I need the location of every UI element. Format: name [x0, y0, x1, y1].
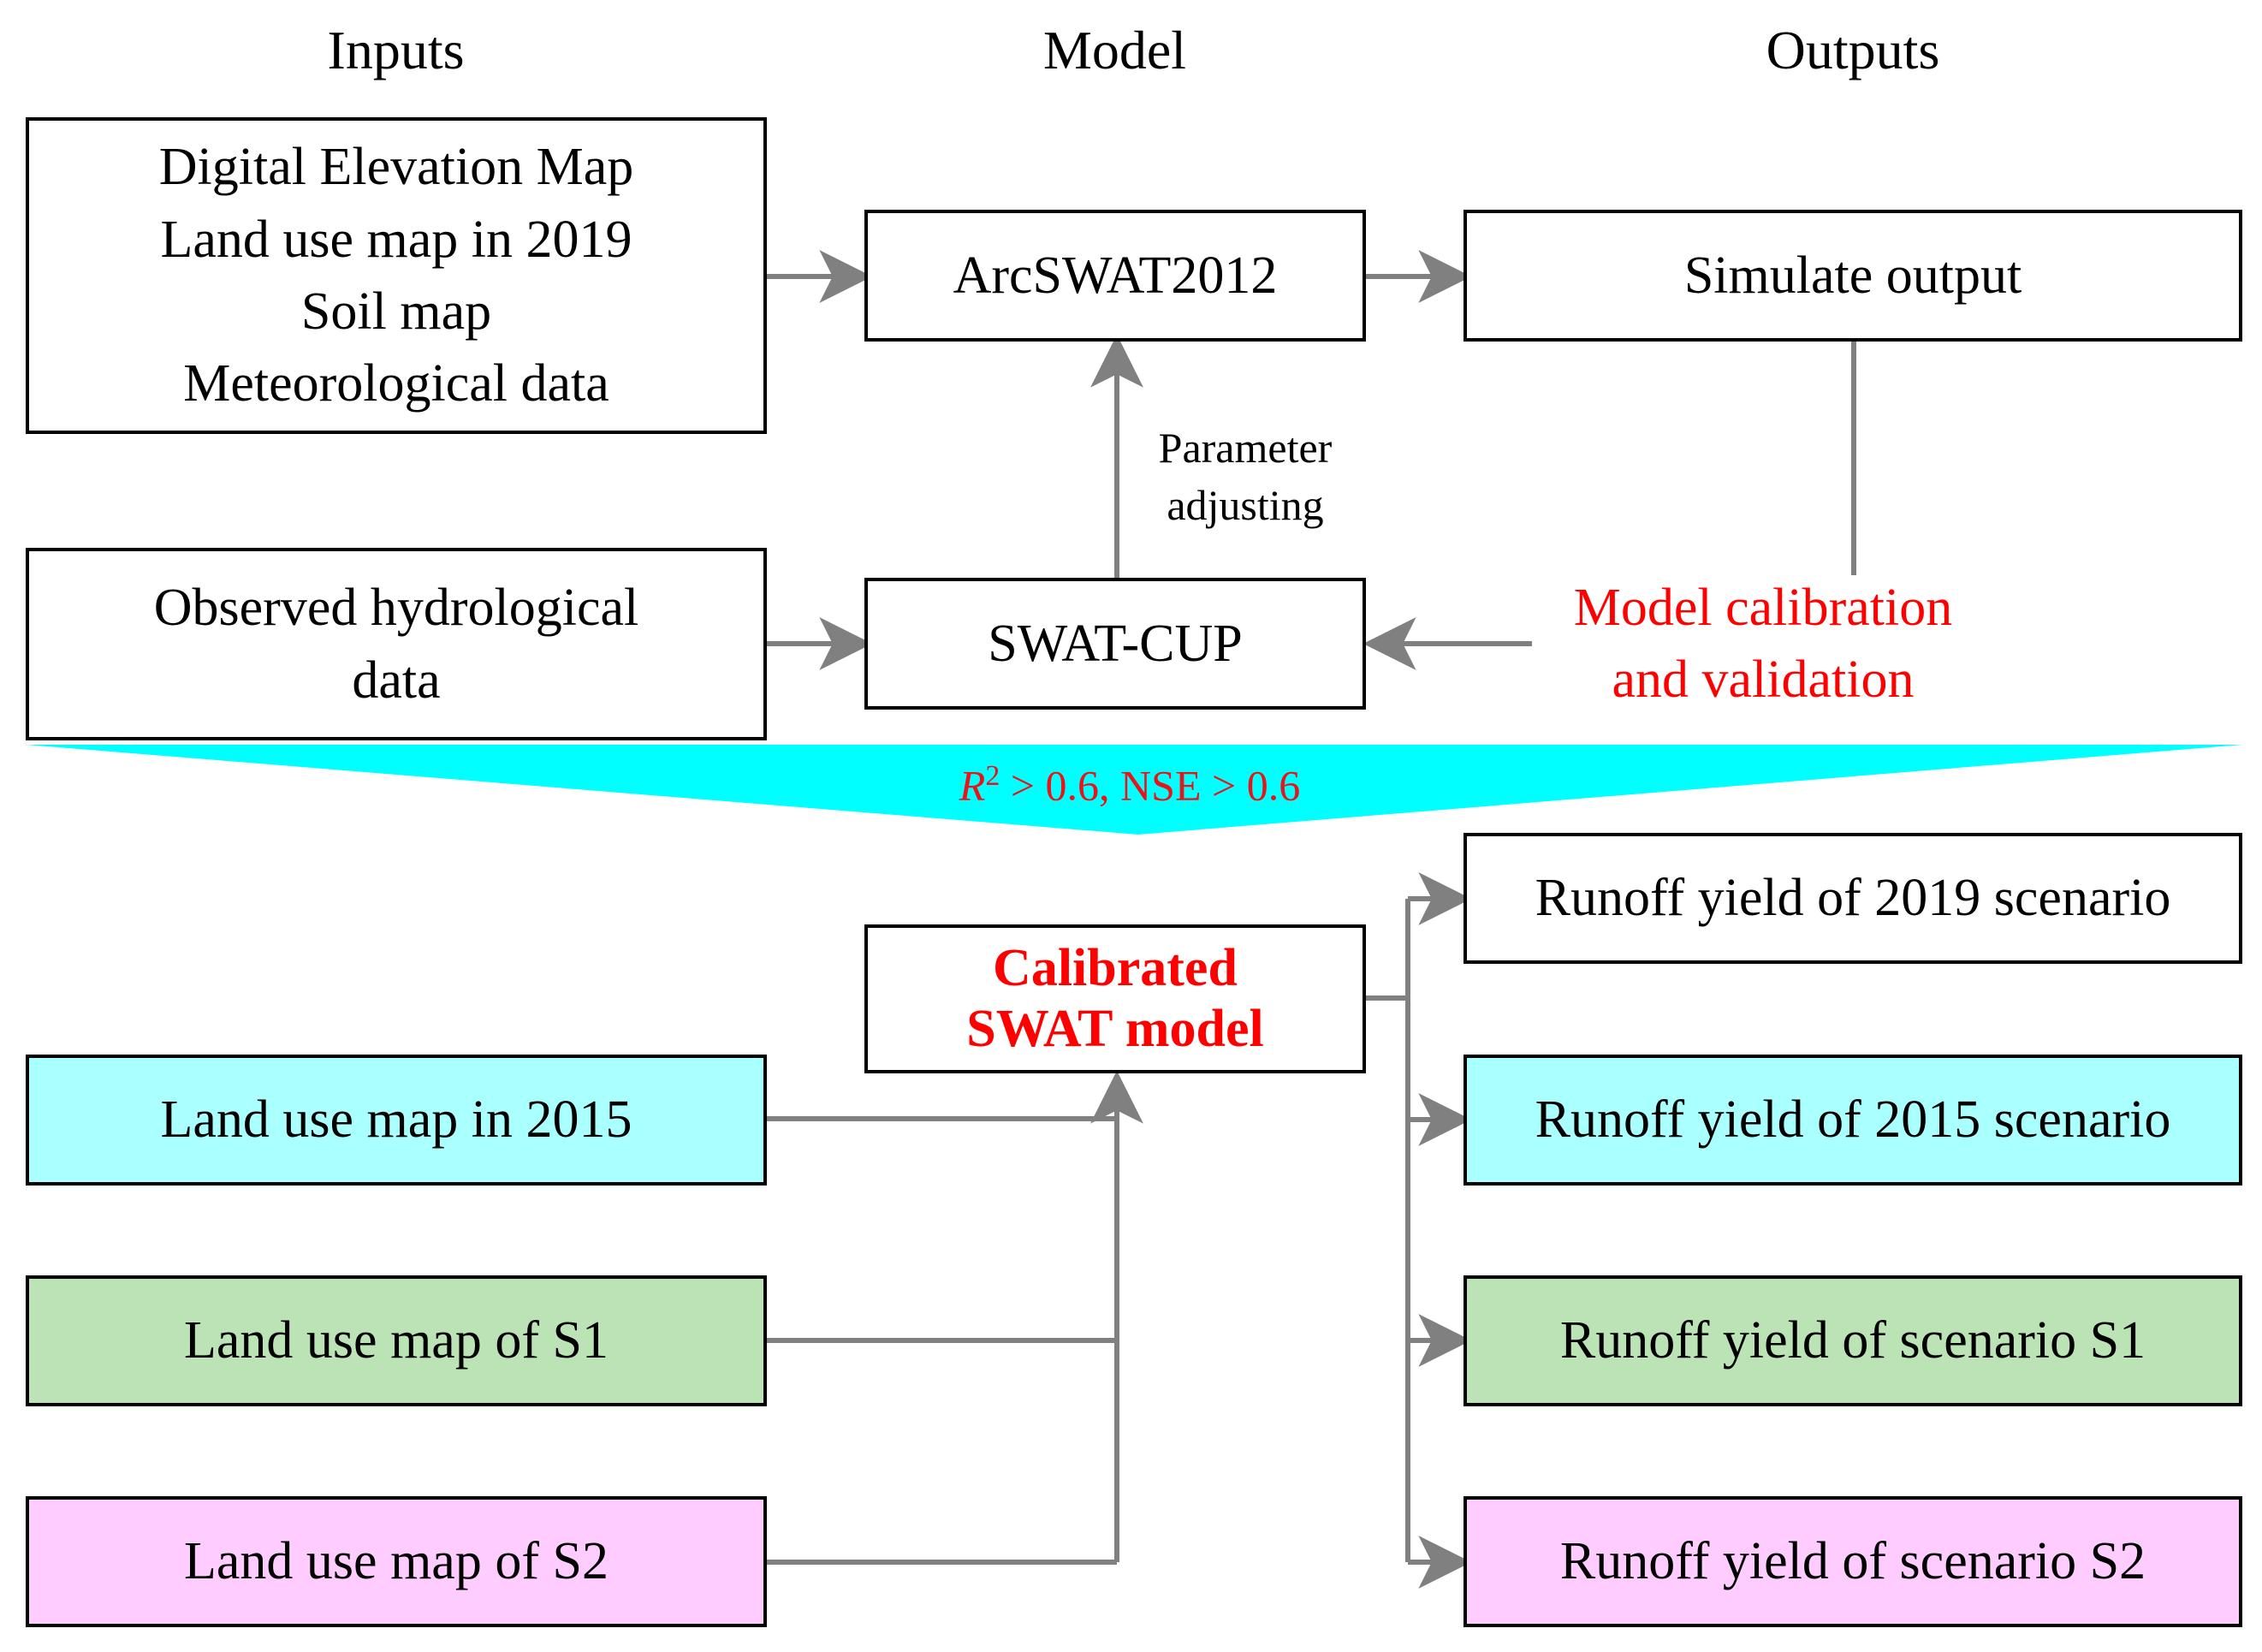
landuse-s1-label: Land use map of S1: [184, 1311, 609, 1370]
criteria-r-symbol: R: [959, 761, 986, 810]
calibrated-line-1: Calibrated: [993, 939, 1238, 998]
input-line-soil: Soil map: [300, 282, 492, 341]
calibrated-model-box: Calibrated SWAT model: [864, 924, 1366, 1073]
output-2019-box: Runoff yield of 2019 scenario: [1463, 833, 2242, 964]
output-s1-label: Runoff yield of scenario S1: [1559, 1311, 2146, 1370]
output-2019-label: Runoff yield of 2019 scenario: [1535, 869, 2171, 928]
swatcup-label: SWAT-CUP: [988, 614, 1243, 673]
criteria-r-exponent: 2: [985, 760, 1000, 792]
arcswat-box: ArcSWAT2012: [864, 210, 1366, 342]
output-2015-label: Runoff yield of 2015 scenario: [1535, 1090, 2171, 1150]
calibrated-line-2: SWAT model: [966, 1000, 1264, 1058]
landuse-s1-box: Land use map of S1: [26, 1275, 767, 1406]
landuse-2015-box: Land use map in 2015: [26, 1055, 767, 1186]
parameter-note-line-2: adjusting: [1167, 481, 1324, 529]
landuse-s2-box: Land use map of S2: [26, 1496, 767, 1627]
output-s2-label: Runoff yield of scenario S2: [1559, 1532, 2146, 1591]
heading-outputs: Outputs: [1766, 20, 1940, 80]
inputs-box: Digital Elevation Map Land use map in 20…: [26, 117, 767, 434]
landuse-s2-label: Land use map of S2: [184, 1532, 609, 1591]
criteria-thresholds: > 0.6, NSE > 0.6: [1000, 761, 1301, 810]
input-line-dem: Digital Elevation Map: [158, 138, 634, 197]
output-2015-box: Runoff yield of 2015 scenario: [1463, 1055, 2242, 1186]
parameter-adjusting-note: Parameter adjusting: [1130, 419, 1361, 534]
input-line-landuse-2019: Land use map in 2019: [160, 210, 632, 269]
calibration-note: Model calibration and validation: [1506, 572, 2020, 716]
landuse-2015-label: Land use map in 2015: [160, 1090, 632, 1150]
parameter-note-line-1: Parameter: [1158, 424, 1333, 472]
heading-inputs: Inputs: [327, 20, 465, 80]
output-s1-box: Runoff yield of scenario S1: [1463, 1275, 2242, 1406]
simulate-output-box: Simulate output: [1463, 210, 2242, 342]
input-line-meteorological: Meteorological data: [183, 354, 609, 413]
observed-data-box: Observed hydrological data: [26, 548, 767, 740]
criteria-label: R2 > 0.6, NSE > 0.6: [856, 760, 1404, 811]
calibration-note-line-2: and validation: [1612, 651, 1915, 710]
observed-line-2: data: [352, 651, 441, 710]
simulate-output-label: Simulate output: [1683, 246, 2022, 305]
arcswat-label: ArcSWAT2012: [953, 246, 1278, 305]
observed-line-1: Observed hydrological: [153, 579, 639, 638]
swatcup-box: SWAT-CUP: [864, 578, 1366, 710]
heading-model: Model: [1042, 20, 1187, 80]
output-s2-box: Runoff yield of scenario S2: [1463, 1496, 2242, 1627]
criteria-banner: [26, 745, 2242, 835]
calibration-note-line-1: Model calibration: [1573, 579, 1953, 637]
